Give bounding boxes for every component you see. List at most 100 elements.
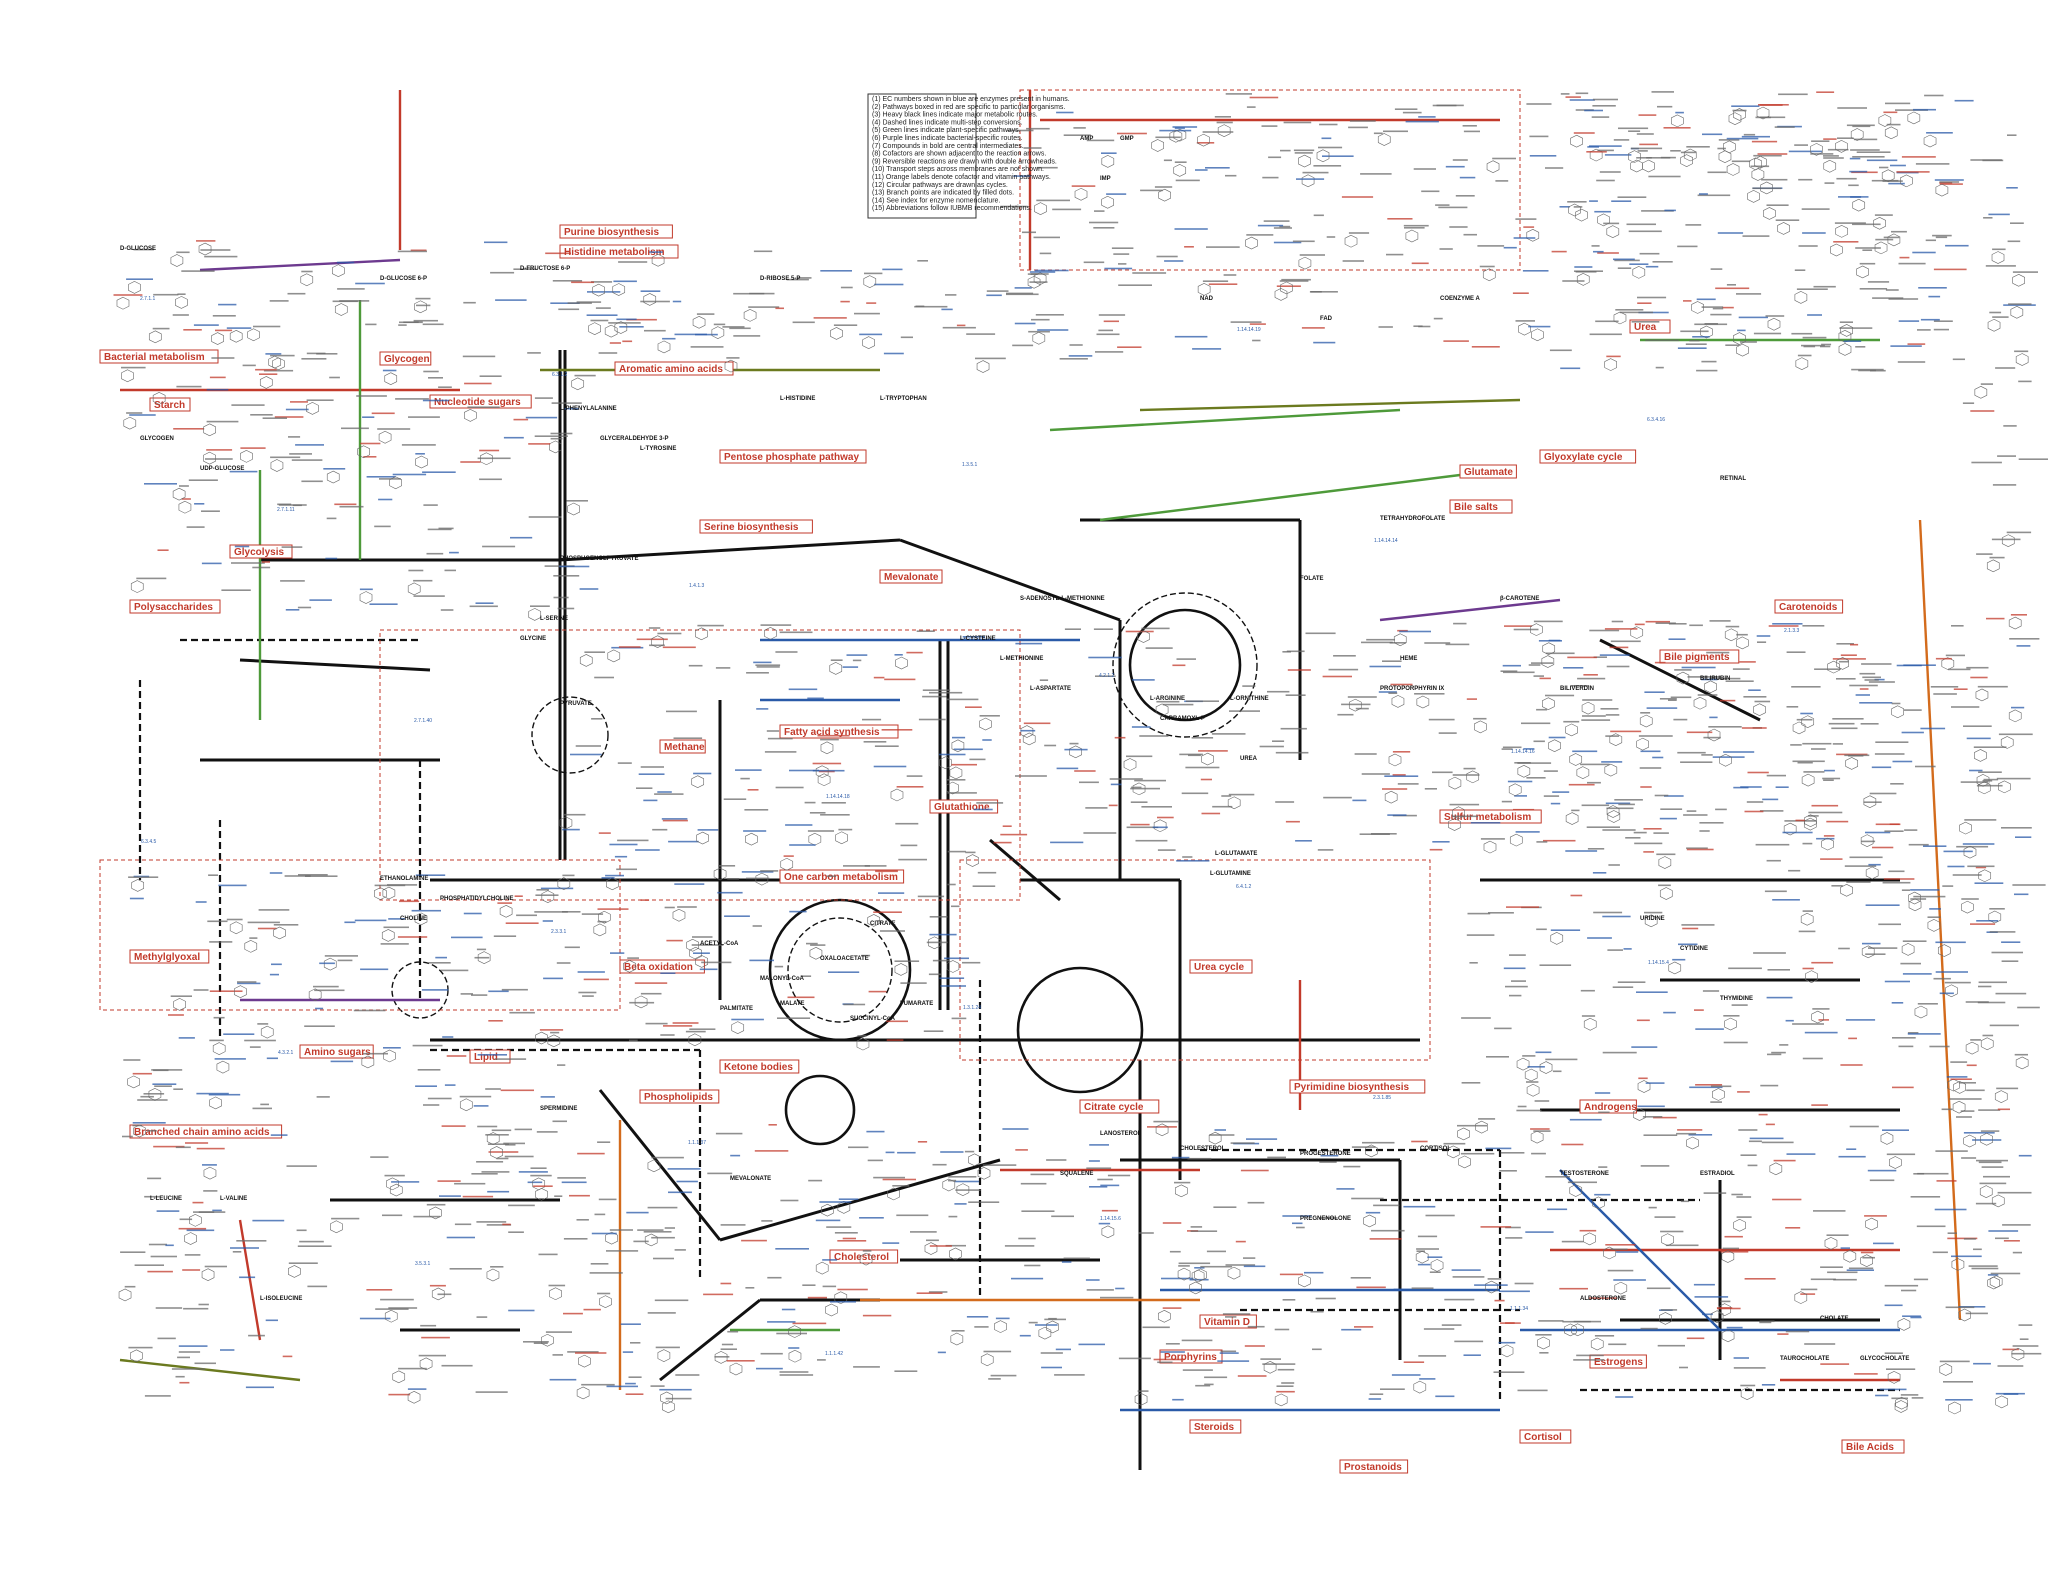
text-tick-3-201	[1697, 194, 1731, 197]
structure-glyph-3-220	[1377, 133, 1391, 146]
text-tick-6-81	[1741, 727, 1767, 729]
text-tick-12-61	[1907, 1032, 1919, 1034]
text-tick-3-160	[1529, 135, 1549, 138]
structure-glyph-8-145	[490, 1146, 503, 1159]
text-tick-3-163	[1737, 329, 1746, 332]
text-tick-7-105	[1828, 722, 1855, 725]
text-tick-6-217	[1659, 698, 1677, 700]
text-tick-7-97	[1689, 624, 1703, 627]
text-tick-1-129	[440, 609, 454, 611]
text-tick-13-61	[1997, 1365, 2024, 1367]
text-tick-7-110	[1875, 741, 1909, 743]
text-tick-11-3	[1089, 1186, 1108, 1188]
compound-glycogen: GLYCOGEN	[140, 436, 174, 442]
text-tick-4-86	[1759, 116, 1786, 119]
structure-glyph-10-17	[809, 946, 823, 960]
text-tick-1-39	[231, 404, 265, 406]
text-tick-10-157	[618, 646, 641, 648]
text-tick-11-76	[745, 1287, 755, 1289]
text-tick-4-74	[1932, 234, 1952, 237]
text-tick-12-33	[1848, 1037, 1857, 1040]
text-tick-12-0	[1910, 898, 1927, 900]
structure-glyph-7-115	[1865, 866, 1879, 880]
structure-glyph-2-2	[651, 253, 665, 267]
text-tick-1-61	[553, 596, 569, 599]
text-tick-6-212	[1131, 786, 1142, 789]
text-tick-3-138	[1411, 262, 1429, 265]
text-tick-3-245	[1699, 193, 1708, 195]
text-tick-3-209	[1515, 218, 1537, 220]
text-tick-11-31	[917, 1141, 928, 1143]
enzyme-arg: 3.5.3.1	[415, 1261, 431, 1267]
text-tick-4-44	[1628, 230, 1662, 233]
structure-glyph-5-17	[173, 998, 186, 1011]
text-tick-1-100	[306, 399, 334, 401]
text-tick-4-88	[1859, 288, 1888, 290]
text-tick-5-18	[540, 1096, 555, 1098]
enzyme-acc: 6.4.1.2	[1236, 884, 1252, 890]
text-tick-0-54	[416, 304, 431, 307]
text-tick-8-64	[286, 1165, 317, 1167]
structure-glyph-5-43	[361, 1055, 375, 1069]
text-tick-11-44	[873, 1176, 905, 1179]
text-tick-9-248	[1884, 1284, 1919, 1287]
text-tick-3-42	[1617, 196, 1647, 198]
text-tick-4-53	[1933, 320, 1953, 322]
text-tick-11-109	[894, 1370, 918, 1372]
text-tick-12-36	[1570, 894, 1583, 897]
text-tick-1-2	[285, 609, 300, 611]
text-tick-1-118	[206, 449, 233, 451]
text-tick-10-143	[940, 985, 966, 987]
structure-glyph-10-7	[966, 854, 979, 867]
text-tick-9-46	[1965, 1312, 1988, 1315]
compound-urea: UREA	[1240, 756, 1258, 762]
text-tick-6-206	[1656, 853, 1676, 856]
compound-l_serine: L-SERINE	[540, 616, 568, 622]
text-tick-6-172	[1709, 677, 1741, 680]
structure-glyph-8-153	[660, 1391, 673, 1405]
text-tick-3-102	[1752, 187, 1782, 190]
text-tick-12-68	[1539, 964, 1572, 966]
structure-glyph-10-99	[651, 635, 664, 649]
enzyme-fh: 4.2.1.2	[1099, 673, 1115, 679]
structure-glyph-3-29	[1151, 139, 1165, 152]
text-tick-9-40	[1862, 1256, 1875, 1259]
text-tick-0-28	[183, 329, 202, 331]
text-tick-11-33	[1041, 1366, 1062, 1369]
text-tick-1-121	[401, 444, 436, 446]
text-tick-1-32	[550, 437, 563, 440]
text-tick-11-9	[1028, 1321, 1038, 1324]
text-tick-4-132	[1630, 147, 1663, 150]
text-tick-3-90	[1164, 260, 1184, 262]
text-tick-5-26	[383, 1047, 401, 1049]
text-tick-12-82	[1812, 1008, 1830, 1010]
text-tick-11-51	[867, 1159, 883, 1162]
text-tick-8-144	[157, 1337, 176, 1340]
text-tick-10-189	[756, 708, 769, 710]
text-tick-6-232	[1543, 795, 1560, 797]
text-tick-12-81	[1509, 954, 1526, 956]
text-tick-3-108	[1313, 214, 1324, 217]
text-tick-6-196	[1141, 806, 1172, 808]
structure-glyph-10-1	[817, 773, 831, 787]
text-tick-11-38	[910, 1231, 937, 1233]
text-tick-9-246	[1657, 1344, 1685, 1347]
text-tick-9-230	[1939, 1360, 1970, 1363]
structure-glyph-6-79	[1348, 698, 1362, 712]
major-route-21	[1599, 638, 1761, 722]
text-tick-8-149	[446, 1236, 475, 1239]
structure-glyph-7-44	[1636, 737, 1649, 751]
text-tick-11-5	[916, 1292, 943, 1294]
text-tick-1-52	[415, 453, 425, 455]
text-tick-10-103	[597, 920, 607, 923]
text-tick-12-63	[1910, 889, 1940, 891]
text-tick-6-93	[1754, 700, 1771, 703]
text-tick-13-11	[2016, 645, 2031, 647]
structure-glyph-8-50	[330, 1220, 343, 1234]
text-tick-3-142	[1261, 125, 1278, 127]
text-tick-6-97	[1643, 828, 1662, 830]
text-tick-3-137	[1898, 262, 1926, 265]
text-tick-7-82	[1659, 817, 1677, 820]
structure-glyph-11-61	[956, 1183, 970, 1196]
structure-glyph-10-195	[951, 739, 965, 753]
